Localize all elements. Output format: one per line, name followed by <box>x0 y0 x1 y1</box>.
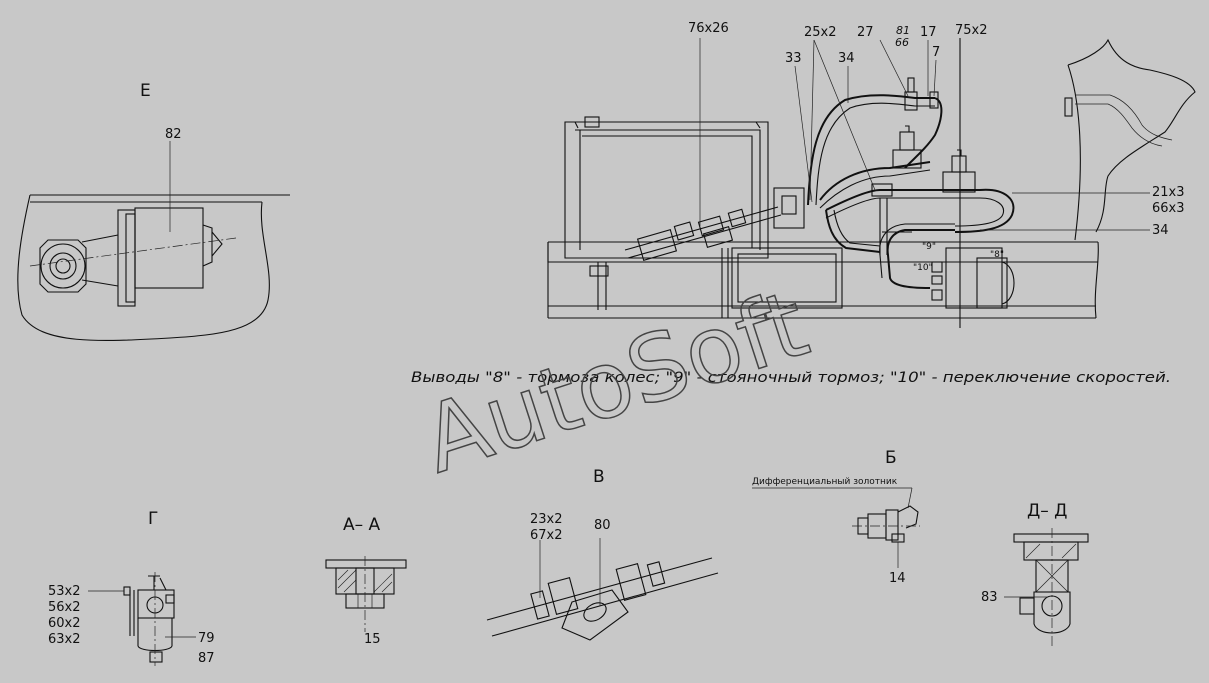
callout-21x3: 21х3 <box>1152 185 1185 200</box>
callout-80: 80 <box>594 518 611 533</box>
callout-82: 82 <box>165 127 182 142</box>
diff-valve-caption: Дифференциальный золотник <box>752 477 898 487</box>
callout-33: 33 <box>785 51 802 66</box>
view-g-title: Г <box>148 509 158 529</box>
callout-7: 7 <box>932 45 940 60</box>
callout-15: 15 <box>364 632 381 647</box>
callout-53x2: 53х2 <box>48 584 81 599</box>
view-v: В 23х2 67х2 80 <box>486 467 719 641</box>
view-g: Г 53х2 56х2 60х2 63х2 79 87 <box>48 509 215 666</box>
callout-25x2: 25х2 <box>804 25 837 40</box>
callout-17: 17 <box>920 25 937 40</box>
callout-76x26: 76х26 <box>688 21 729 36</box>
port-10: "10" <box>913 263 933 273</box>
view-e: Е 82 <box>17 81 290 342</box>
main-assembly: 76х26 25х2 27 81 66 17 7 75х2 33 34 21х3… <box>411 21 1196 386</box>
view-aa-title: А– А <box>343 515 381 535</box>
port-8: "8" <box>990 250 1004 260</box>
ports-note: Выводы "8" - тормоза колес; "9" - стояно… <box>411 370 1171 386</box>
callout-87: 87 <box>198 651 215 666</box>
callout-60x2: 60х2 <box>48 616 81 631</box>
callout-23x2: 23х2 <box>530 512 563 527</box>
view-b: Б Дифференциальный золотник 14 <box>752 448 920 586</box>
callout-81: 81 <box>896 24 910 37</box>
callout-67x2: 67х2 <box>530 528 563 543</box>
callout-27: 27 <box>857 25 874 40</box>
view-aa: А– А 15 <box>325 515 407 647</box>
callout-34-right: 34 <box>1152 223 1169 238</box>
view-e-title: Е <box>140 81 151 101</box>
callout-34-top: 34 <box>838 51 855 66</box>
callout-63x2: 63х2 <box>48 632 81 647</box>
callout-79: 79 <box>198 631 215 646</box>
callout-83: 83 <box>981 590 998 605</box>
callout-75x2: 75х2 <box>955 23 988 38</box>
watermark: AutoSoft <box>411 270 820 494</box>
callout-14: 14 <box>889 571 906 586</box>
view-dd-title: Д– Д <box>1027 501 1067 521</box>
callout-66: 66 <box>895 36 909 49</box>
view-dd: Д– Д 83 <box>981 501 1089 648</box>
port-9: "9" <box>922 242 936 252</box>
callout-56x2: 56х2 <box>48 600 81 615</box>
view-v-title: В <box>593 467 605 487</box>
view-b-title: Б <box>885 448 897 468</box>
callout-66x3: 66х3 <box>1152 201 1185 216</box>
